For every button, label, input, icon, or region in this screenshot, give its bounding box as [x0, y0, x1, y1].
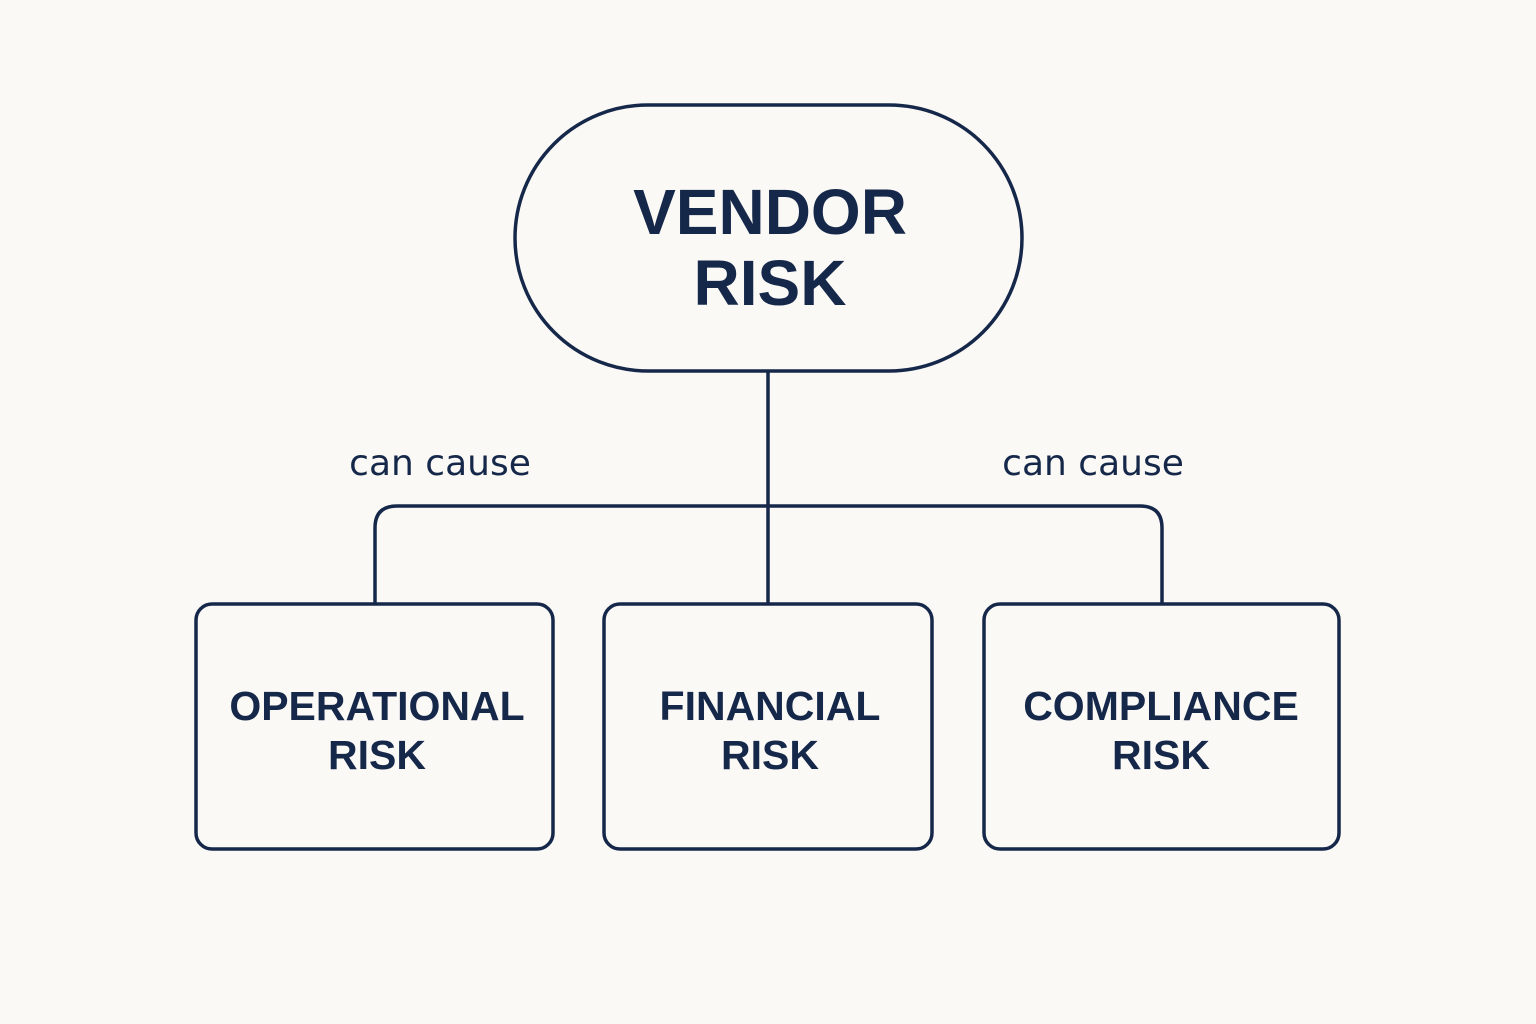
child-node-financial-risk: FINANCIAL RISK — [602, 602, 934, 851]
connectors — [373, 370, 1164, 606]
edge-label-left: can cause — [349, 443, 531, 484]
root-node-vendor-risk: VENDOR RISK — [513, 103, 1024, 373]
root-node-shape — [513, 103, 1024, 373]
child-node-operational-risk: OPERATIONAL RISK — [194, 602, 555, 851]
child-node-shape — [982, 602, 1341, 851]
child-node-label-line2: RISK — [328, 732, 426, 778]
child-node-label-line1: FINANCIAL — [660, 683, 881, 729]
edge-label-right: can cause — [1002, 443, 1184, 484]
child-node-label-line1: OPERATIONAL — [229, 683, 524, 729]
child-node-label-line2: RISK — [721, 732, 819, 778]
child-node-compliance-risk: COMPLIANCE RISK — [982, 602, 1341, 851]
child-node-label-line1: COMPLIANCE — [1023, 683, 1299, 729]
root-node-label-line1: VENDOR — [633, 176, 907, 248]
child-node-shape — [194, 602, 555, 851]
child-node-label-line2: RISK — [1112, 732, 1210, 778]
root-node-label-line2: RISK — [694, 247, 847, 319]
child-node-shape — [602, 602, 934, 851]
branch-connector — [373, 504, 1164, 606]
